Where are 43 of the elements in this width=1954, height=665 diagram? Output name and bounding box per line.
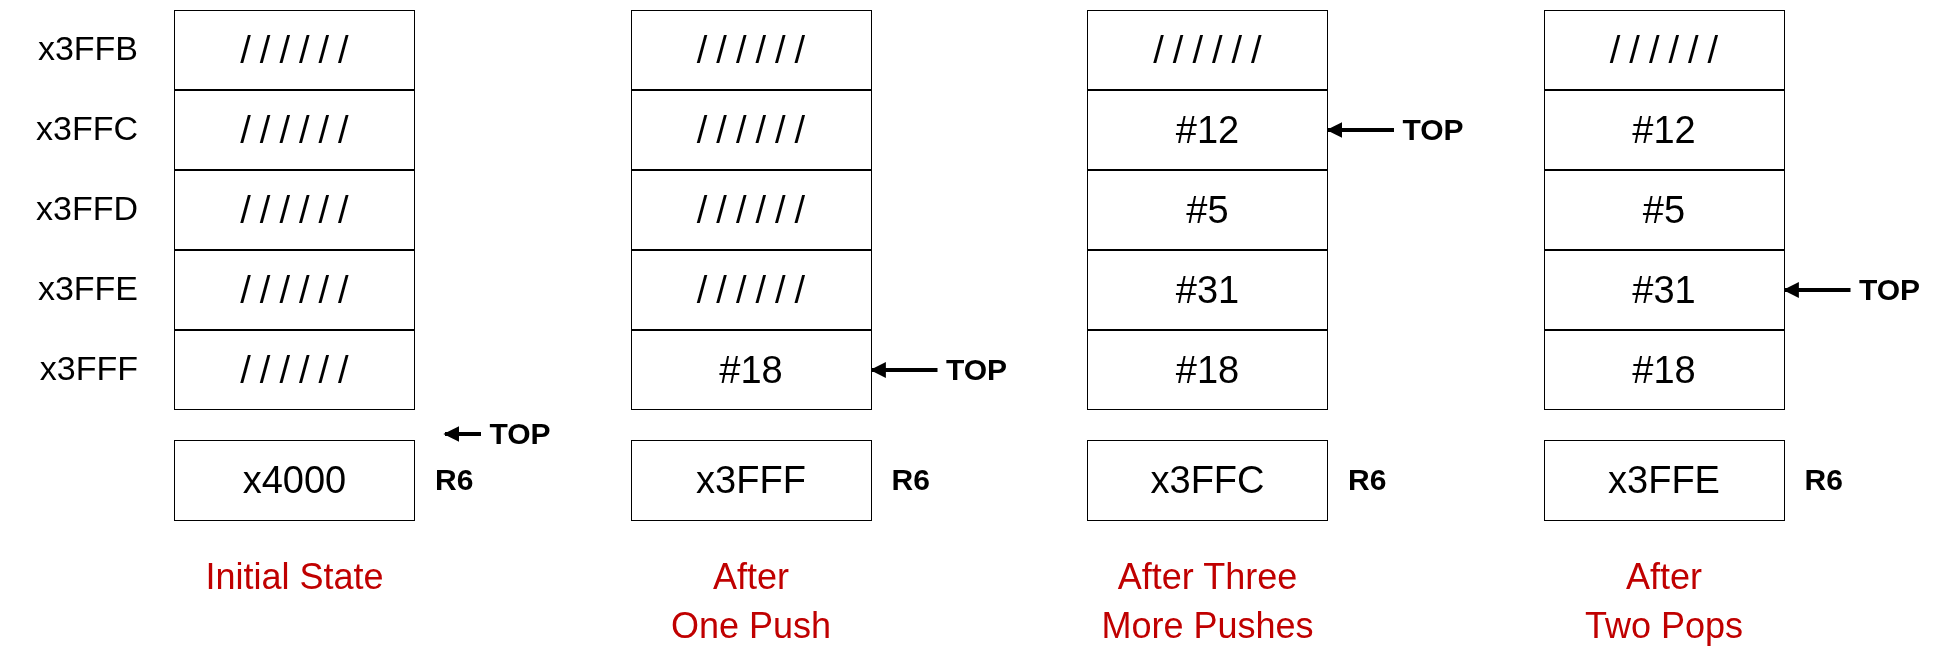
pointer-label: TOP [1400,110,1466,150]
memory-cell: ////// [630,250,872,330]
memory-cell: ////// [174,170,415,250]
memory-cell: #5 [1543,170,1785,250]
memory-cell: ////// [1543,10,1785,90]
state-caption: After Two Pops [1583,555,1745,648]
memory-cell: #12 [1087,90,1328,170]
state-caption: After One Push [669,555,833,648]
register-box: x3FFC [1087,440,1328,521]
memory-cell: #18 [1543,330,1785,410]
memory-cell: ////// [174,10,415,90]
state-caption: After Three More Pushes [1100,555,1315,648]
register-name: R6 [1348,462,1387,497]
memory-cell: ////// [174,250,415,330]
register-box: x3FFF [630,440,872,521]
pointer-label: TOP [943,350,1010,390]
memory-cell: #5 [1087,170,1328,250]
register-box: x3FFE [1543,440,1785,521]
pointer-label: TOP [1856,270,1923,310]
memory-cell: ////// [630,170,872,250]
memory-cell: #12 [1543,90,1785,170]
memory-cell: ////// [174,330,415,410]
memory-cell: ////// [630,90,872,170]
memory-cell: #31 [1543,250,1785,330]
memory-cell: #18 [630,330,872,410]
memory-cell: ////// [630,10,872,90]
memory-cell: #31 [1087,250,1328,330]
address-label: x3FFE [36,269,138,308]
address-label: x3FFC [35,109,138,148]
memory-cell: ////// [1087,10,1328,90]
address-label: x3FFF [38,349,138,388]
state-caption: Initial State [204,555,385,599]
arrow [1326,122,1394,138]
arrow [443,426,481,442]
memory-cell: #18 [1087,330,1328,410]
register-name: R6 [1804,462,1843,497]
register-box: x4000 [174,440,415,521]
address-label: x3FFD [35,189,138,228]
register-name: R6 [891,462,930,497]
pointer-label: TOP [487,414,553,454]
memory-cell: ////// [174,90,415,170]
register-name: R6 [435,462,474,497]
address-label: x3FFB [36,29,138,68]
